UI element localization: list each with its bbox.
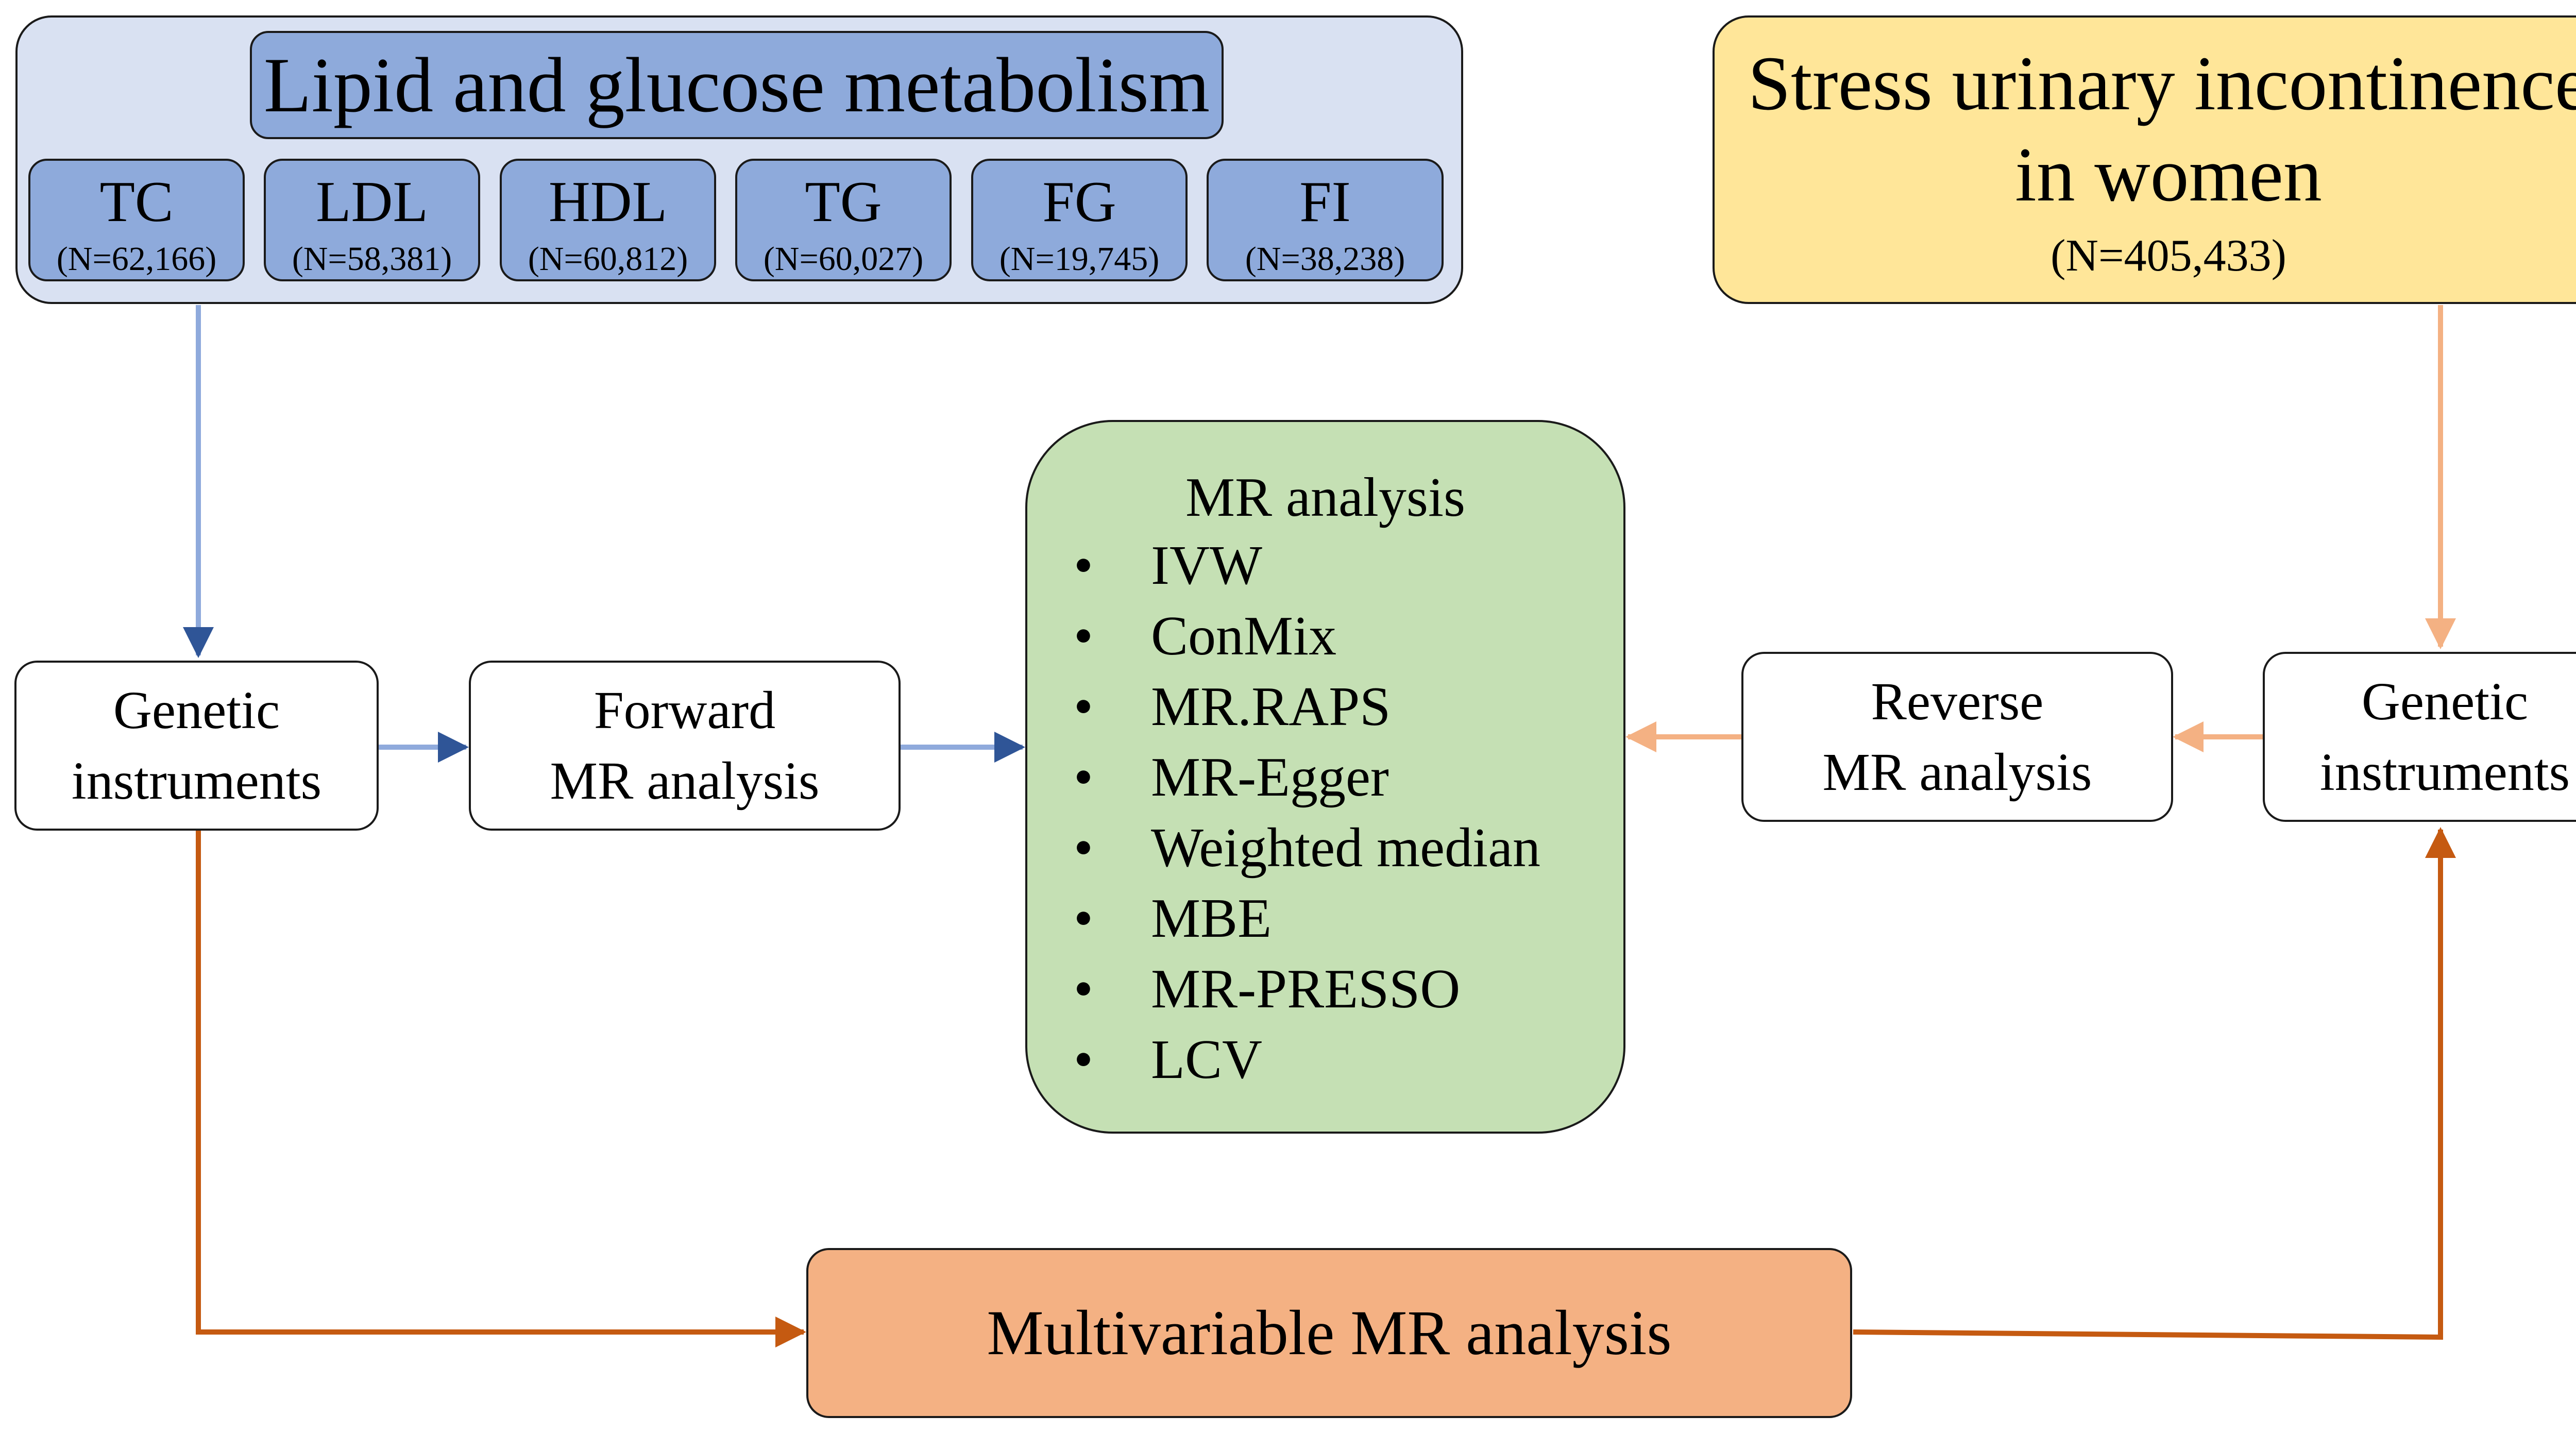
- method-label: MR.RAPS: [1151, 676, 1391, 737]
- trait-sample-size: (N=19,745): [999, 240, 1160, 278]
- method-item: • MR-Egger: [1069, 742, 1540, 813]
- trait-abbr: FG: [1042, 170, 1116, 234]
- reverse-mr-box: Reverse MR analysis: [1741, 652, 2173, 822]
- genetic-instruments-outcome-box: Genetic instruments: [2263, 652, 2576, 822]
- outcome-sample-size: (N=405,433): [2050, 230, 2286, 281]
- method-label: LCV: [1151, 1029, 1262, 1090]
- genetic-instruments-exposure-box: Genetic instruments: [14, 661, 379, 831]
- method-list: • IVW • ConMix • MR.RAPS • MR-Egger • Weighte…: [1069, 530, 1540, 1095]
- trait-box-fg: FG (N=19,745): [971, 159, 1188, 281]
- box-label-line1: Reverse: [1871, 671, 2044, 731]
- box-label-line1: Forward: [594, 680, 776, 740]
- arrow-multivariable-to-instruments: [1853, 827, 2456, 1340]
- bullet-icon: •: [1074, 676, 1093, 737]
- method-label: MR-PRESSO: [1151, 958, 1461, 1020]
- method-item: • MR.RAPS: [1069, 671, 1540, 742]
- method-item: • MR-PRESSO: [1069, 954, 1540, 1024]
- trait-abbr: HDL: [548, 170, 668, 234]
- bullet-icon: •: [1074, 888, 1093, 949]
- method-label: MR-Egger: [1151, 747, 1389, 808]
- outcome-title-line1: Stress urinary incontinence: [1748, 40, 2576, 126]
- mr-analysis-box: MR analysis • IVW • ConMix • MR.RAPS • MR-Eg…: [1025, 420, 1625, 1134]
- trait-box-hdl: HDL (N=60,812): [500, 159, 716, 281]
- box-label-line2: instruments: [71, 751, 322, 811]
- trait-sample-size: (N=58,381): [292, 240, 452, 278]
- method-item: • IVW: [1069, 530, 1540, 601]
- trait-box-tg: TG (N=60,027): [735, 159, 952, 281]
- method-item: • MBE: [1069, 883, 1540, 954]
- outcome-panel: Stress urinary incontinence in women (N=…: [1713, 15, 2576, 304]
- trait-sample-size: (N=38,238): [1245, 240, 1405, 278]
- trait-abbr: TC: [99, 170, 174, 234]
- bullet-icon: •: [1074, 958, 1093, 1020]
- forward-mr-box: Forward MR analysis: [469, 661, 901, 831]
- multivariable-mr-box: Multivariable MR analysis: [806, 1248, 1852, 1418]
- trait-sample-size: (N=60,027): [763, 240, 924, 278]
- trait-abbr: LDL: [316, 170, 428, 234]
- trait-abbr: FI: [1299, 170, 1351, 234]
- trait-sample-size: (N=62,166): [56, 240, 217, 278]
- box-label-line2: MR analysis: [1822, 743, 2092, 802]
- method-label: IVW: [1151, 535, 1262, 596]
- mr-analysis-title: MR analysis: [1185, 467, 1465, 528]
- box-label-line2: instruments: [2319, 743, 2570, 802]
- trait-box-tc: TC (N=62,166): [28, 159, 245, 281]
- trait-box-fi: FI (N=38,238): [1207, 159, 1444, 281]
- box-label-line1: Genetic: [2361, 671, 2529, 731]
- method-label: ConMix: [1151, 605, 1337, 667]
- bullet-icon: •: [1074, 605, 1093, 667]
- outcome-title-line2: in women: [2015, 131, 2322, 217]
- method-label: Weighted median: [1151, 817, 1541, 879]
- bullet-icon: •: [1074, 535, 1093, 596]
- trait-box-ldl: LDL (N=58,381): [264, 159, 480, 281]
- exposure-title: Lipid and glucose metabolism: [250, 31, 1224, 139]
- bullet-icon: •: [1074, 1029, 1093, 1090]
- trait-abbr: TG: [805, 170, 882, 234]
- bullet-icon: •: [1074, 817, 1093, 879]
- box-label-line2: MR analysis: [550, 751, 820, 811]
- bullet-icon: •: [1074, 747, 1093, 808]
- method-item: • LCV: [1069, 1024, 1540, 1095]
- multivariable-label: Multivariable MR analysis: [987, 1297, 1672, 1368]
- method-item: • ConMix: [1069, 601, 1540, 671]
- trait-sample-size: (N=60,812): [528, 240, 688, 278]
- box-label-line1: Genetic: [113, 680, 280, 740]
- arrow-instruments-to-multivariable: [196, 831, 806, 1347]
- outcome-title: Stress urinary incontinence in women: [1748, 38, 2576, 221]
- method-item: • Weighted median: [1069, 813, 1540, 883]
- method-label: MBE: [1151, 888, 1272, 949]
